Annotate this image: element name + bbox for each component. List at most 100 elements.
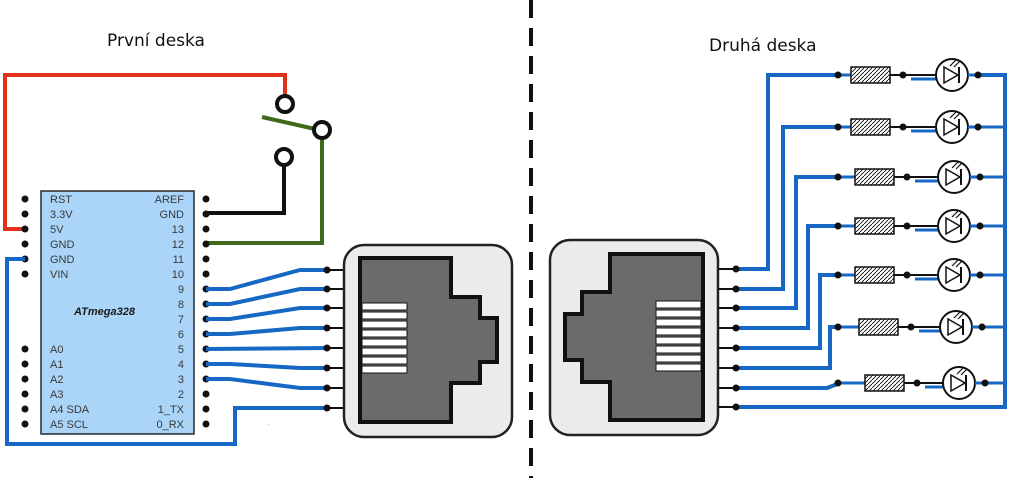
right-pin-label: 11 [173, 254, 184, 266]
switch-contact-bottom [274, 147, 294, 167]
led-diode-icon [950, 373, 967, 393]
right-pin-label: AREF [155, 194, 185, 206]
node-dot [913, 379, 921, 387]
jack-pin-dot [323, 384, 331, 392]
rj45-jack-first [342, 243, 514, 439]
jack-contact [361, 311, 408, 320]
left-pin-dot [21, 345, 29, 353]
switch-wiring [3, 73, 332, 245]
right-pin-label: 4 [178, 359, 184, 371]
right-pin-label: 8 [178, 299, 184, 311]
node-dot [903, 222, 911, 230]
jack-contacts-first [361, 302, 408, 374]
atmega-body [40, 190, 195, 435]
jack-socket-first [358, 256, 499, 424]
led-light-arrow [955, 211, 963, 219]
resistor [864, 374, 905, 392]
left-pin-label: A3 [50, 389, 63, 401]
led-diode-icon [943, 65, 960, 85]
led-wire-1 [736, 73, 838, 271]
node-dot [899, 123, 907, 131]
node-dot [903, 173, 911, 181]
jack-contact [361, 302, 408, 311]
right-pin-dot [202, 225, 210, 233]
jack-contacts-second [655, 300, 702, 372]
led-wire-4 [736, 224, 838, 330]
right-pin-label: 10 [172, 269, 184, 281]
jack-contact [361, 365, 408, 374]
led-light-arrow [957, 312, 965, 320]
jack-pin-dot [732, 403, 740, 411]
led-diode-icon [945, 265, 962, 285]
jack-pin-dot [323, 404, 331, 412]
switch-lever [261, 115, 316, 131]
jack-pin-dot [323, 285, 331, 293]
left-pin-dot [21, 210, 29, 218]
jack-pin-dot [323, 344, 331, 352]
left-pin-label: 5V [50, 224, 64, 236]
led-light-arrow [951, 259, 959, 267]
second-board-title: Druhá deska [709, 36, 817, 56]
wire-pin3 [206, 377, 327, 390]
jack-contact [655, 336, 702, 345]
jack-contact [655, 354, 702, 363]
resistor [854, 217, 895, 235]
jack-contact [361, 347, 408, 356]
resistor [854, 266, 895, 284]
jack-contact [361, 320, 408, 329]
right-pin-label: GND [160, 209, 185, 221]
right-pin-dot [202, 420, 210, 428]
right-pin-label: 6 [178, 329, 184, 341]
node-dot [834, 123, 842, 131]
left-pin-dot [21, 240, 29, 248]
led-light-arrow [960, 368, 968, 376]
green-pin12-wire [206, 140, 324, 245]
jack-pin-dot [732, 304, 740, 312]
jack-pin-dot [323, 304, 331, 312]
led-light-arrow [951, 210, 959, 218]
node-dot [978, 323, 986, 331]
right-pin-dot [202, 405, 210, 413]
jack-contact [655, 318, 702, 327]
right-pin-label: 3 [178, 374, 184, 386]
right-pin-label: 9 [178, 284, 184, 296]
right-pin-dot [202, 195, 210, 203]
left-pin-label: GND [50, 239, 75, 251]
led-light-arrow [949, 59, 957, 67]
right-pin-label: 0_RX [156, 419, 184, 431]
jack-pin-dot [732, 285, 740, 293]
second-jack-pin-group [718, 265, 740, 411]
wire-pin5 [205, 346, 328, 351]
right-pin-label: 2 [178, 389, 184, 401]
right-pin-dot [202, 390, 210, 398]
node-dot [974, 123, 982, 131]
led-light-arrow [949, 111, 957, 119]
stray-mark: . [268, 421, 270, 427]
second-board-wires [736, 73, 1007, 409]
resistor [850, 66, 891, 84]
wire-pin7 [206, 306, 327, 321]
jack-contact [655, 363, 702, 372]
jack-pin-dot [323, 266, 331, 274]
led-wire-2 [736, 125, 838, 291]
rj45-jack-second [548, 238, 720, 437]
led-light-arrow [955, 162, 963, 170]
right-pin-dot [202, 240, 210, 248]
first-board-title: První deska [107, 31, 205, 51]
node-dot [834, 222, 842, 230]
jack-contact [361, 356, 408, 365]
node-dot [976, 271, 984, 279]
jack-pin-dot [323, 364, 331, 372]
atmega-label: ATmega328 [73, 306, 136, 318]
wire-pin6 [206, 326, 327, 336]
right-pin-label: 1_TX [158, 404, 185, 416]
wire-pin4 [206, 362, 327, 370]
resistor [854, 168, 895, 186]
led-light-arrow [953, 112, 961, 120]
node-dot [976, 173, 984, 181]
jack-pin-dot [732, 265, 740, 273]
node-dot [976, 222, 984, 230]
